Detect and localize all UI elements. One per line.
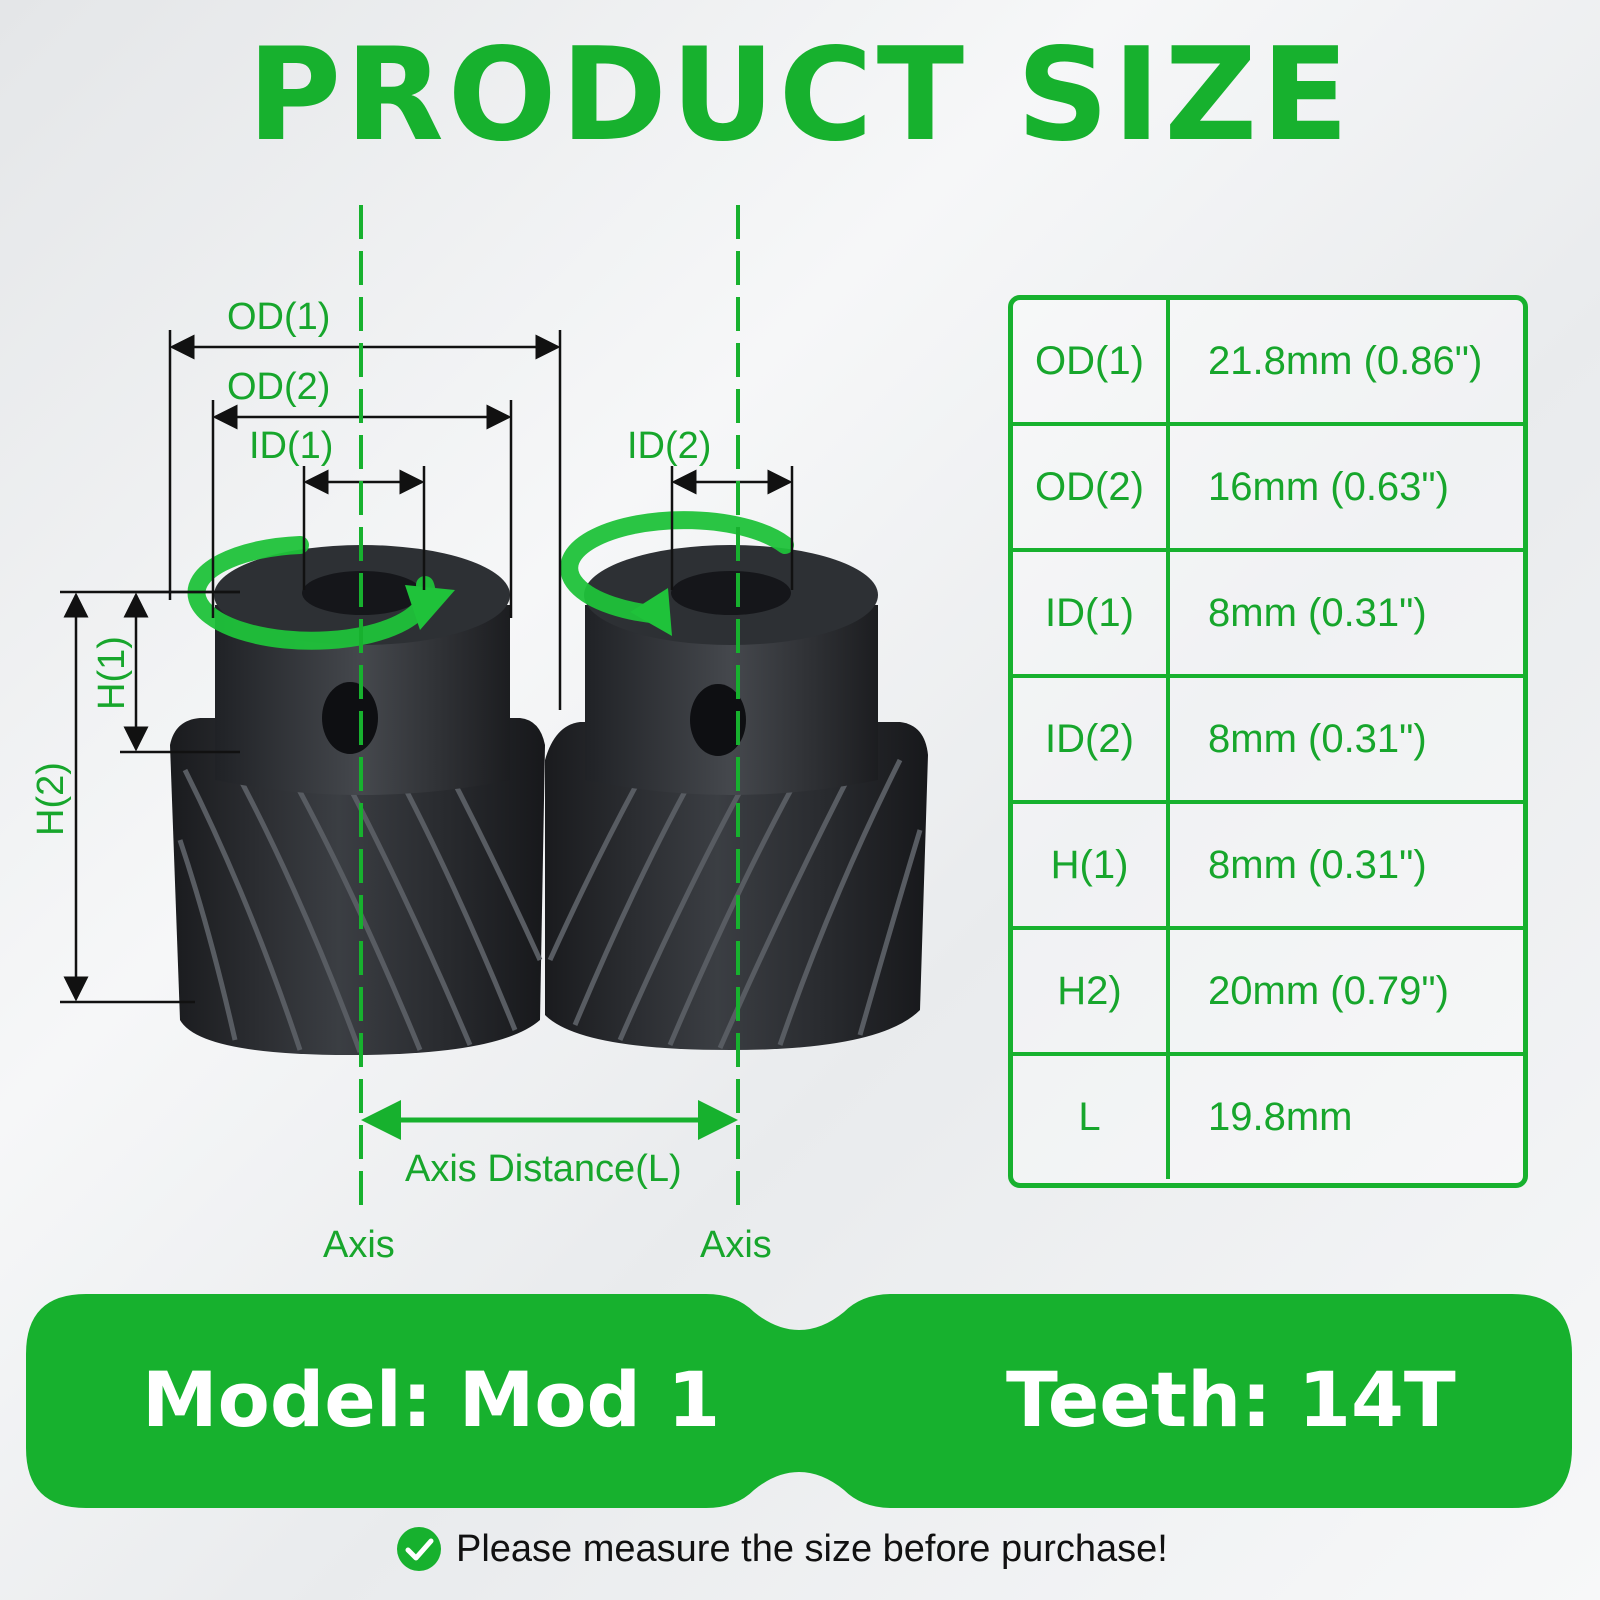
spec-value: 20mm (0.79"): [1208, 968, 1449, 1013]
model-text: Model: Mod 1: [142, 1355, 721, 1444]
spec-value: 16mm (0.63"): [1208, 464, 1449, 509]
model-banner: [26, 1294, 1572, 1508]
spec-row-od2: OD(2) 16mm (0.63"): [1013, 426, 1523, 552]
right-gear: [545, 545, 928, 1050]
axis-right-label: Axis: [700, 1224, 772, 1266]
axis-lines: [359, 205, 740, 1215]
spec-table: OD(1) 21.8mm (0.86") OD(2) 16mm (0.63") …: [1008, 295, 1528, 1188]
rotation-arrow-right-icon: [560, 511, 794, 636]
measure-note-text: Please measure the size before purchase!: [456, 1528, 1168, 1570]
spec-value: 8mm (0.31"): [1208, 590, 1427, 635]
spec-row-h1: H(1) 8mm (0.31"): [1013, 804, 1523, 930]
measure-note: Please measure the size before purchase!: [396, 1526, 1168, 1572]
spec-key: OD(2): [1013, 426, 1170, 548]
spec-key: ID(1): [1013, 552, 1170, 674]
od2-label: OD(2): [227, 366, 331, 408]
h2-label: H(2): [29, 762, 72, 836]
page-title: PRODUCT SIZE: [247, 21, 1353, 170]
spec-value: 8mm (0.31"): [1208, 842, 1427, 887]
id2-label: ID(2): [627, 425, 712, 467]
spec-row-l: L 19.8mm: [1013, 1056, 1523, 1179]
spec-key: ID(2): [1013, 678, 1170, 800]
id1-label: ID(1): [249, 425, 334, 467]
od1-label: OD(1): [227, 296, 331, 338]
rotation-arrow-left-icon: [187, 536, 455, 650]
spec-row-id1: ID(1) 8mm (0.31"): [1013, 552, 1523, 678]
spec-row-id2: ID(2) 8mm (0.31"): [1013, 678, 1523, 804]
spec-value: 19.8mm: [1208, 1095, 1353, 1139]
spec-key: H2): [1013, 930, 1170, 1052]
spec-key: L: [1013, 1056, 1170, 1179]
spec-row-h2: H2) 20mm (0.79"): [1013, 930, 1523, 1056]
teeth-text: Teeth: 14T: [1006, 1355, 1456, 1444]
checkmark-icon: [397, 1527, 441, 1571]
spec-row-od1: OD(1) 21.8mm (0.86"): [1013, 300, 1523, 426]
h1-label: H(1): [90, 636, 133, 710]
axis-distance-label: Axis Distance(L): [405, 1148, 682, 1190]
axis-left-label: Axis: [323, 1224, 395, 1266]
spec-value: 8mm (0.31"): [1208, 716, 1427, 761]
dimension-lines: [60, 330, 794, 1004]
spec-value: 21.8mm (0.86"): [1208, 338, 1483, 383]
spec-key: OD(1): [1013, 300, 1170, 422]
spec-key: H(1): [1013, 804, 1170, 926]
